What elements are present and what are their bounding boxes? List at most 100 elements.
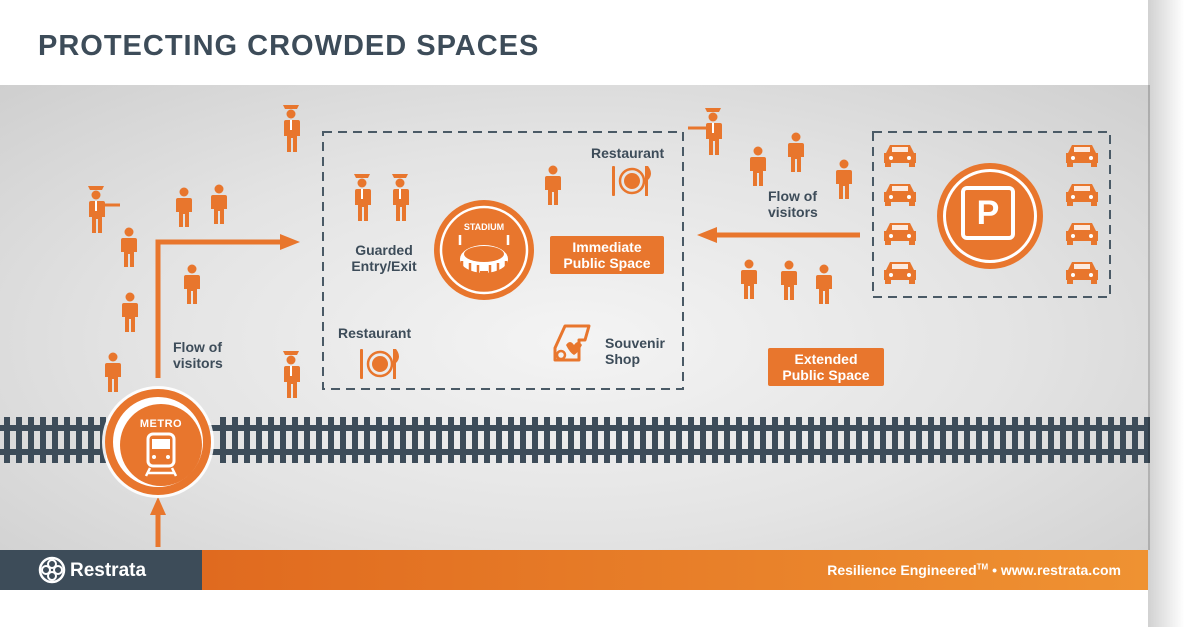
car-icon: [1066, 262, 1098, 284]
railway-sleeper: [316, 417, 322, 463]
diagram-svg: STADIUM: [0, 105, 1150, 547]
person-icon: [816, 264, 832, 304]
metro-label: METRO: [139, 418, 183, 430]
car-icon: [884, 184, 916, 206]
railway-sleeper: [472, 417, 478, 463]
railway-sleeper: [940, 417, 946, 463]
restrata-logo-icon: [38, 556, 66, 584]
metro-station: METRO: [105, 389, 211, 495]
railway-sleeper: [352, 417, 358, 463]
parking-icon: P: [937, 163, 1043, 269]
guard-icon: [283, 351, 300, 398]
person-icon: [750, 146, 766, 186]
railway-sleeper: [232, 417, 238, 463]
railway-sleeper: [88, 417, 94, 463]
railway-sleeper: [64, 417, 70, 463]
person-icon: [184, 264, 200, 304]
railway-sleeper: [568, 417, 574, 463]
railway-sleeper: [532, 417, 538, 463]
railway-sleeper: [556, 417, 562, 463]
railway-sleeper: [952, 417, 958, 463]
guard-icon: [354, 174, 371, 221]
railway-sleeper: [856, 417, 862, 463]
souvenir-icon: [553, 324, 591, 362]
railway-sleeper: [100, 417, 106, 463]
railway-sleeper: [712, 417, 718, 463]
railway-sleeper: [508, 417, 514, 463]
stadium-label: STADIUM: [464, 222, 504, 232]
railway-sleeper: [292, 417, 298, 463]
railway-sleeper: [448, 417, 454, 463]
person-icon: [121, 227, 137, 267]
railway-sleeper: [700, 417, 706, 463]
railway-sleeper: [928, 417, 934, 463]
railway-sleeper: [280, 417, 286, 463]
railway-sleeper: [52, 417, 58, 463]
person-icon: [781, 260, 797, 300]
railway-sleeper: [460, 417, 466, 463]
railway-sleeper: [760, 417, 766, 463]
railway-sleeper: [424, 417, 430, 463]
restaurant-icon: [358, 347, 401, 381]
person-icon: [741, 259, 757, 299]
railway-sleeper: [220, 417, 226, 463]
railway-sleeper: [436, 417, 442, 463]
railway-sleeper: [724, 417, 730, 463]
guard-icon: [88, 186, 105, 233]
railway-sleeper: [676, 417, 682, 463]
railway-sleeper: [580, 417, 586, 463]
railway-sleeper: [520, 417, 526, 463]
railway-sleeper: [340, 417, 346, 463]
person-icon: [788, 132, 804, 172]
stadium-icon: [434, 200, 534, 300]
railway-sleeper: [796, 417, 802, 463]
car-icon: [884, 145, 916, 167]
person-icon: [176, 187, 192, 227]
railway-sleeper: [1072, 417, 1078, 463]
metro-train-icon: [144, 432, 178, 477]
car-icon: [884, 262, 916, 284]
car-icon: [1066, 223, 1098, 245]
railway-sleeper: [1048, 417, 1054, 463]
railway-sleeper: [1036, 417, 1042, 463]
railway-sleeper: [40, 417, 46, 463]
railway-sleeper: [916, 417, 922, 463]
person-icon: [836, 159, 852, 199]
restaurant-label-top: Restaurant: [591, 145, 665, 161]
railway-sleeper: [484, 417, 490, 463]
person-icon: [105, 352, 121, 392]
footer-url[interactable]: www.restrata.com: [1000, 562, 1121, 578]
railway-sleeper: [640, 417, 646, 463]
person-icon: [545, 165, 561, 205]
restaurant-icon: [610, 164, 653, 198]
car-icon: [1066, 145, 1098, 167]
railway-sleepers: [4, 417, 1150, 463]
railway-sleeper: [808, 417, 814, 463]
immediate-zone-border: [322, 131, 684, 390]
railway-sleeper: [1060, 417, 1066, 463]
car-icon: [1066, 184, 1098, 206]
railway-sleeper: [736, 417, 742, 463]
page-edge-shadow: [1148, 0, 1200, 627]
railway-sleeper: [544, 417, 550, 463]
railway-sleeper: [376, 417, 382, 463]
brand-name: Restrata: [70, 560, 147, 581]
railway-sleeper: [1144, 417, 1150, 463]
railway-sleeper: [364, 417, 370, 463]
railway-sleeper: [244, 417, 250, 463]
railway-sleeper: [16, 417, 22, 463]
railway-sleeper: [604, 417, 610, 463]
railway-sleeper: [256, 417, 262, 463]
guard-icon: [705, 108, 722, 155]
railway-sleeper: [616, 417, 622, 463]
railway-sleeper: [652, 417, 658, 463]
car-icon: [884, 223, 916, 245]
railway-sleeper: [1132, 417, 1138, 463]
railway-sleeper: [784, 417, 790, 463]
railway-sleeper: [592, 417, 598, 463]
